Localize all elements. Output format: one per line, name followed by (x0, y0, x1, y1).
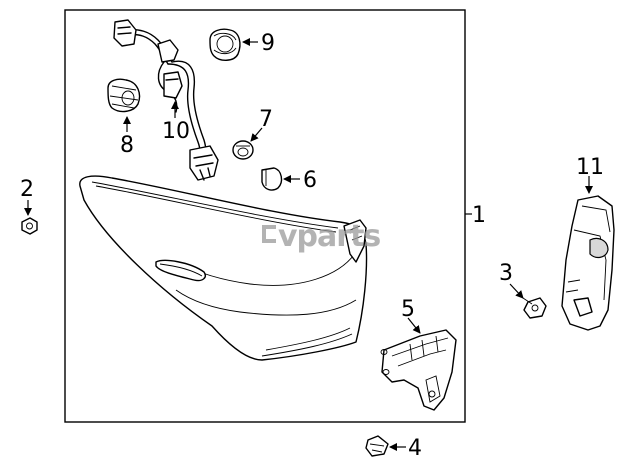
callout-4: 4 (408, 436, 422, 461)
assembly-frame (64, 9, 466, 423)
callout-5: 5 (401, 297, 415, 322)
watermark-text: vparts (278, 219, 380, 254)
bracket-part-5 (380, 329, 457, 411)
leader-arrow-3 (509, 283, 524, 299)
callout-11: 11 (576, 155, 604, 180)
tail-lamp-lens (79, 175, 368, 361)
socket-part-8 (107, 78, 141, 113)
callout-10: 10 (162, 119, 190, 144)
bolt-part-3 (519, 295, 547, 319)
leader-arrow-5 (407, 317, 421, 334)
leader-arrow-7 (250, 127, 263, 142)
callout-1: 1 (472, 203, 486, 228)
nut-part-2 (21, 217, 38, 235)
callout-3: 3 (499, 261, 513, 286)
callout-6: 6 (303, 168, 317, 193)
clip-part-4 (365, 435, 389, 457)
callout-7: 7 (259, 107, 273, 132)
wiring-harness (113, 19, 219, 181)
grommet-part-9 (209, 28, 241, 61)
watermark-logo: vparts (262, 219, 381, 254)
socket-part-7 (232, 140, 254, 160)
callout-8: 8 (120, 133, 134, 158)
callout-2: 2 (20, 177, 34, 202)
trim-panel-part-11 (561, 195, 615, 331)
callout-9: 9 (261, 31, 275, 56)
bulb-part-6 (261, 167, 283, 191)
